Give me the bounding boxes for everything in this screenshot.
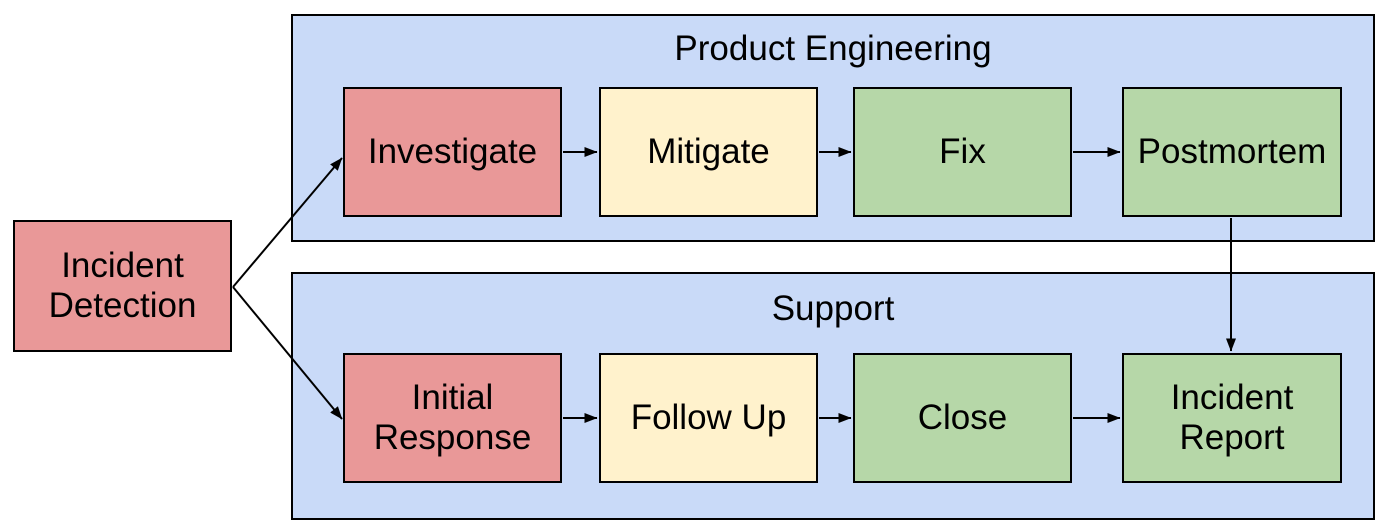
- lane-title-product-engineering: Product Engineering: [674, 29, 992, 68]
- node-incident-detection: Incident Detection: [13, 220, 232, 352]
- node-follow-up: Follow Up: [599, 353, 818, 483]
- node-mitigate: Mitigate: [599, 87, 818, 217]
- node-close: Close: [853, 353, 1072, 483]
- lane-title-support: Support: [771, 289, 895, 328]
- node-incident-report: Incident Report: [1122, 353, 1342, 483]
- node-initial-response: Initial Response: [343, 353, 562, 483]
- node-postmortem: Postmortem: [1122, 87, 1342, 217]
- node-fix: Fix: [853, 87, 1072, 217]
- node-investigate: Investigate: [343, 87, 562, 217]
